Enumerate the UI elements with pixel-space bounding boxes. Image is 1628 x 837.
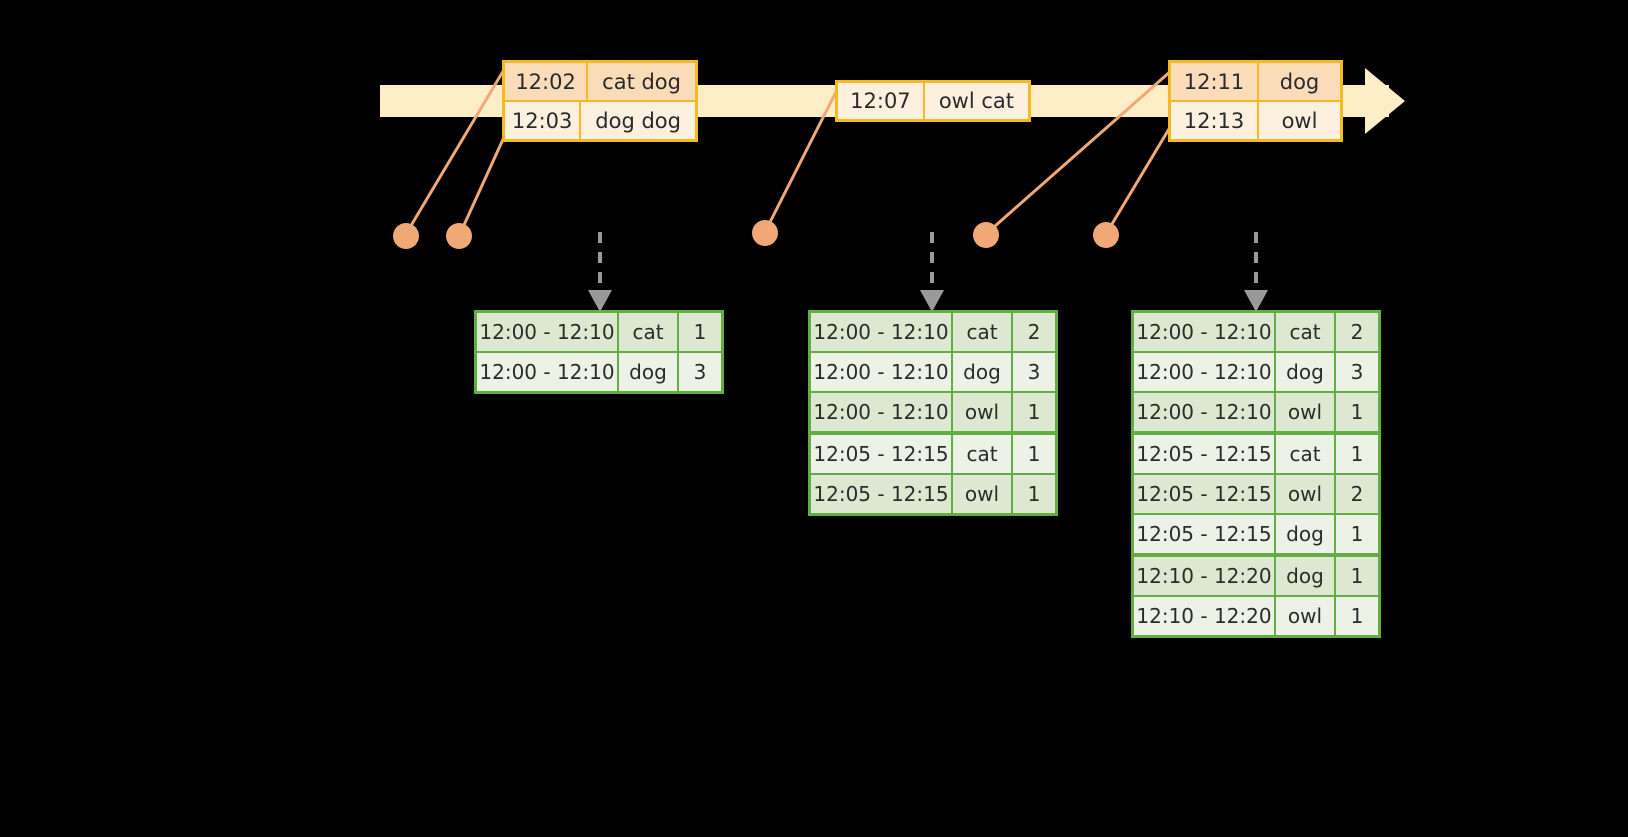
- cell-window: 12:00 - 12:10: [1134, 353, 1276, 391]
- timeline-event-group-1[interactable]: 12:02 cat dog 12:03 dog dog: [502, 60, 698, 142]
- cell-count: 3: [1013, 353, 1055, 391]
- result-arrow-heads: [588, 290, 1268, 312]
- event-words: owl cat: [938, 89, 1014, 113]
- cell-window: 12:00 - 12:10: [477, 353, 619, 391]
- result-arrows: [598, 232, 1258, 290]
- event-time: 12:07: [838, 83, 925, 119]
- cell-count: 1: [1336, 557, 1378, 595]
- cell-window: 12:00 - 12:10: [1134, 313, 1276, 351]
- cell-word: dog: [1276, 557, 1336, 595]
- cell-word: owl: [1276, 597, 1336, 635]
- timeline-event-group-2[interactable]: 12:07 owl cat: [835, 80, 1031, 122]
- cell-window: 12:00 - 12:10: [811, 393, 953, 431]
- cell-word: dog: [1276, 353, 1336, 391]
- timeline-event-row[interactable]: 12:02 cat dog: [505, 63, 695, 102]
- cell-window: 12:00 - 12:10: [1134, 393, 1276, 431]
- cell-window: 12:10 - 12:20: [1134, 597, 1276, 635]
- cell-word: cat: [619, 313, 679, 351]
- timeline-event-row[interactable]: 12:13 owl: [1171, 102, 1340, 139]
- cell-window: 12:00 - 12:10: [811, 353, 953, 391]
- event-time: 12:02: [505, 63, 589, 100]
- timeline-event-row[interactable]: 12:03 dog dog: [505, 102, 695, 139]
- cell-window: 12:05 - 12:15: [1134, 515, 1276, 553]
- cell-word: owl: [953, 475, 1013, 513]
- cell-count: 1: [1013, 435, 1055, 473]
- cell-count: 1: [1336, 515, 1378, 553]
- cell-window: 12:00 - 12:10: [477, 313, 619, 351]
- cell-word: cat: [953, 435, 1013, 473]
- cell-count: 1: [1336, 597, 1378, 635]
- cell-count: 2: [1336, 475, 1378, 513]
- cell-window: 12:10 - 12:20: [1134, 557, 1276, 595]
- cell-count: 3: [679, 353, 721, 391]
- cell-count: 3: [1336, 353, 1378, 391]
- cell-word: cat: [1276, 313, 1336, 351]
- timeline-event-row[interactable]: 12:11 dog: [1171, 63, 1340, 102]
- cell-word: dog: [1276, 515, 1336, 553]
- cell-count: 2: [1336, 313, 1378, 351]
- cell-window: 12:05 - 12:15: [1134, 475, 1276, 513]
- cell-count: 1: [1013, 475, 1055, 513]
- cell-word: owl: [953, 393, 1013, 431]
- timeline-event-group-3[interactable]: 12:11 dog 12:13 owl: [1168, 60, 1343, 142]
- cell-count: 1: [679, 313, 721, 351]
- cell-word: owl: [1276, 393, 1336, 431]
- event-time: 12:03: [505, 102, 582, 139]
- cell-word: cat: [1276, 435, 1336, 473]
- cell-word: dog: [953, 353, 1013, 391]
- event-time: 12:11: [1171, 63, 1259, 100]
- event-words: cat dog: [588, 63, 695, 100]
- cell-window: 12:05 - 12:15: [1134, 435, 1276, 473]
- cell-count: 2: [1013, 313, 1055, 351]
- cell-window: 12:05 - 12:15: [811, 475, 953, 513]
- cell-word: cat: [953, 313, 1013, 351]
- cell-word: dog: [619, 353, 679, 391]
- event-words: owl: [1281, 108, 1318, 133]
- cell-count: 1: [1336, 435, 1378, 473]
- event-words: dog dog: [595, 108, 681, 133]
- event-words: dog: [1259, 63, 1340, 100]
- connector-dots: [393, 220, 1119, 249]
- cell-window: 12:05 - 12:15: [811, 435, 953, 473]
- cell-word: owl: [1276, 475, 1336, 513]
- event-time: 12:13: [1171, 102, 1259, 139]
- timeline-event-row[interactable]: 12:07 owl cat: [838, 83, 1028, 119]
- cell-count: 1: [1336, 393, 1378, 431]
- cell-count: 1: [1013, 393, 1055, 431]
- cell-window: 12:00 - 12:10: [811, 313, 953, 351]
